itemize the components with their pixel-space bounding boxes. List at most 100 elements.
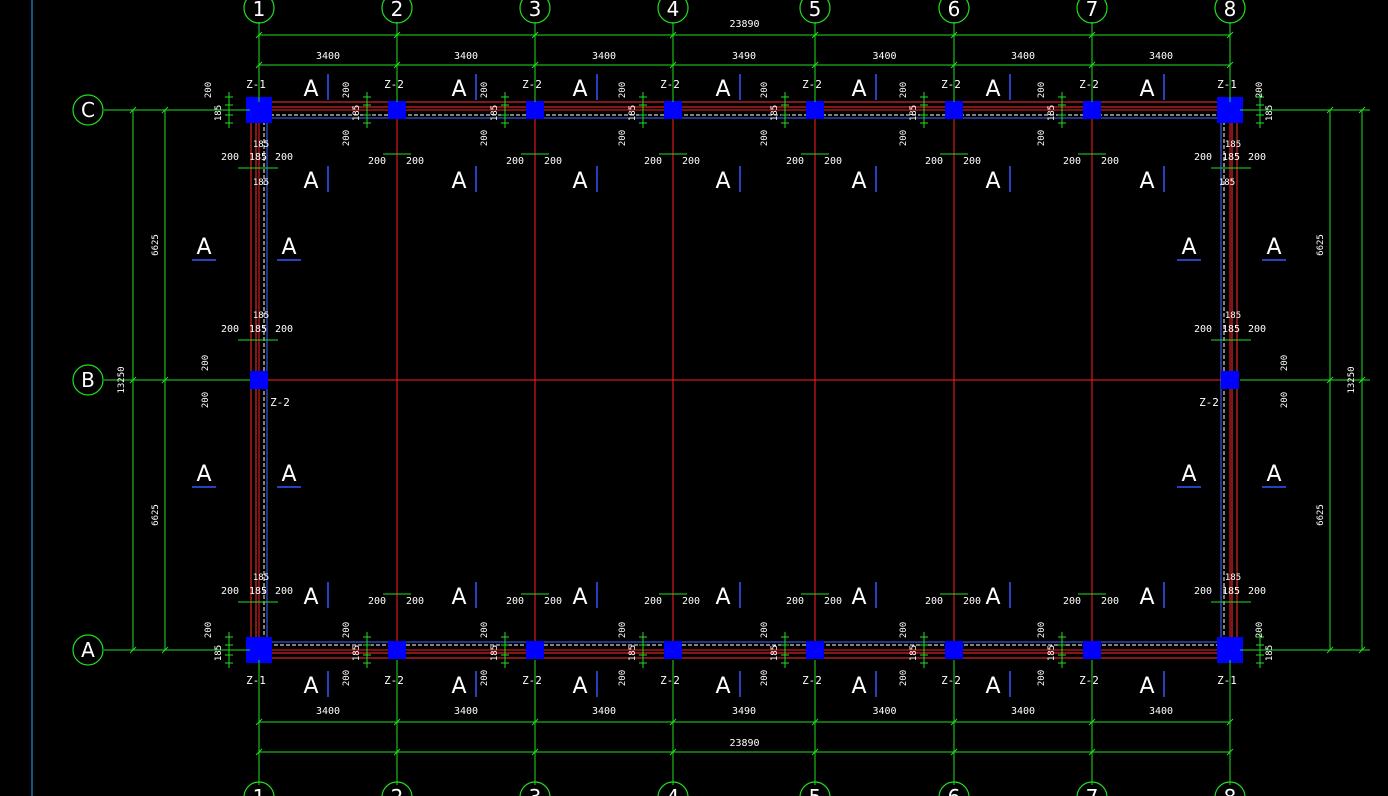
axis-bubble-bottom-1 [243, 781, 275, 796]
axis-bubble-left-C [72, 94, 104, 126]
dim-bay-bottom-3: 3490 [732, 706, 756, 717]
section-mark-top-in-5: A [985, 169, 1000, 194]
side-chain-right-mid-c: 200 [1248, 324, 1266, 335]
dim-wall-t-4-0: 185 [770, 105, 780, 121]
dim-wall-t-5-0: 185 [909, 105, 919, 121]
dim-col-w2-2-1: 200 [544, 596, 562, 607]
dim-overall-top-text: 23890 [729, 19, 759, 30]
dim-col-size2-2-1: 200 [480, 670, 490, 686]
dim-col-size2-4-0: 200 [760, 130, 770, 146]
axis-label-top-2: 2 [391, 0, 404, 21]
dim-col-size2-5-0: 200 [899, 130, 909, 146]
dim-wall-t-3-0: 185 [628, 105, 638, 121]
dim-wall-t-1-1: 185 [352, 645, 362, 661]
section-mark-bot-out-5: A [985, 674, 1000, 699]
dim-col-size2-6-1: 200 [1037, 670, 1047, 686]
axis-label-left-B: B [81, 368, 95, 392]
side-chain-left-top-c: 200 [275, 152, 293, 163]
dim-bay-right-1: 6625 [1316, 504, 1326, 526]
dim-wall-t-0-1: 185 [214, 645, 224, 661]
dim-col-size-1-0: 200 [342, 82, 352, 98]
axis-label-bottom-1: 1 [253, 785, 266, 796]
axis-bubble-left-B [72, 364, 104, 396]
dim-col-size-4-1: 200 [760, 622, 770, 638]
dim-overall-bottom-tick [669, 748, 677, 756]
dim-col-size2-1-1: 200 [342, 670, 352, 686]
axis-label-bottom-8: 8 [1224, 785, 1237, 796]
dim-col-size-1-1: 200 [342, 622, 352, 638]
column-label-left-B: Z-2 [270, 396, 290, 409]
side-chain-left-mid-c: 200 [275, 324, 293, 335]
dim-bays-bottom-tick [669, 718, 677, 726]
column-label-bottom-3: Z-2 [522, 674, 542, 687]
axis-label-top-8: 8 [1224, 0, 1237, 21]
dim-bay-left-1: 6625 [151, 504, 161, 526]
dim-col-size2-4-1: 200 [760, 670, 770, 686]
dim-col-w1-2-0: 200 [506, 156, 524, 167]
dim-bay-bottom-6: 3400 [1149, 706, 1173, 717]
section-mark-bot-in-0: A [303, 585, 318, 610]
section-mark-bot-out-3: A [715, 674, 730, 699]
dim-overall-bottom-tick [1226, 748, 1234, 756]
dim-overall-left-tick [129, 106, 137, 114]
side-chain-right-top-b: 185 [1222, 152, 1240, 163]
axis-bubble-top-7 [1076, 0, 1108, 24]
axis-bubble-top-6 [938, 0, 970, 24]
axis-bubble-left-A [72, 634, 104, 666]
section-mark-side-2: A [1181, 235, 1196, 260]
section-mark-side-3: A [1266, 235, 1281, 260]
side-chain-left-bot-c: 200 [275, 586, 293, 597]
axis-label-top-5: 5 [809, 0, 822, 21]
dim-col-w1-5-1: 200 [925, 596, 943, 607]
dim-col-w1-2-1: 200 [506, 596, 524, 607]
dim-bays-left-tick [161, 376, 169, 384]
section-mark-bot-out-2: A [572, 674, 587, 699]
dim-col-size-6-1: 200 [1037, 622, 1047, 638]
dim-col-size-0-1: 200 [204, 622, 214, 638]
column-top-7 [1083, 101, 1101, 119]
section-mark-top-in-4: A [851, 169, 866, 194]
dim-col-w2-5-0: 200 [963, 156, 981, 167]
dim-bays-left-tick [161, 106, 169, 114]
column-label-right-B: Z-2 [1199, 396, 1219, 409]
column-right-B [1221, 371, 1239, 389]
column-label-top-7: Z-2 [1079, 78, 1099, 91]
section-mark-side-6: A [1181, 462, 1196, 487]
side-chain-right-mid-b: 185 [1222, 324, 1240, 335]
dim-bay-bottom-2: 3400 [592, 706, 616, 717]
dim-bays-bottom-tick [1088, 718, 1096, 726]
dim-overall-top-tick [255, 31, 263, 39]
section-mark-side-0: A [196, 235, 211, 260]
dim-overall-bottom-tick [393, 748, 401, 756]
dim-col-size-7-1: 200 [1255, 622, 1265, 638]
dim-col-w2-5-1: 200 [963, 596, 981, 607]
dim-overall-right-text: 13250 [1347, 366, 1357, 393]
column-label-top-8: Z-1 [1217, 78, 1237, 91]
dim-bay-top-0: 3400 [316, 51, 340, 62]
dim-bays-top-tick [669, 61, 677, 69]
dim-bays-bottom-tick [1226, 718, 1234, 726]
side-chain-wall-3: 185 [1225, 311, 1241, 321]
dim-col-w1-3-0: 200 [644, 156, 662, 167]
axis-bubble-bottom-4 [657, 781, 689, 796]
section-mark-top-out-1: A [451, 77, 466, 102]
dim-overall-top-tick [669, 31, 677, 39]
side-chain-wall2-1: 185 [1219, 178, 1235, 188]
grid-lines [258, 109, 1231, 651]
dim-col-size-2-0: 200 [480, 82, 490, 98]
dim-bays-top-tick [1226, 61, 1234, 69]
axis-bubble-top-8 [1214, 0, 1246, 24]
dim-bay-bottom-0: 3400 [316, 706, 340, 717]
dim-B-right-a: 200 [1280, 355, 1290, 371]
dim-col-w2-6-0: 200 [1101, 156, 1119, 167]
column-label-bottom-5: Z-2 [802, 674, 822, 687]
section-mark-top-out-2: A [572, 77, 587, 102]
section-mark-top-in-3: A [715, 169, 730, 194]
column-label-bottom-2: Z-2 [384, 674, 404, 687]
section-mark-side-1: A [281, 235, 296, 260]
column-label-bottom-6: Z-2 [941, 674, 961, 687]
dim-col-w2-3-1: 200 [682, 596, 700, 607]
dim-bay-top-6: 3400 [1149, 51, 1173, 62]
dim-wall-t-4-1: 185 [770, 645, 780, 661]
